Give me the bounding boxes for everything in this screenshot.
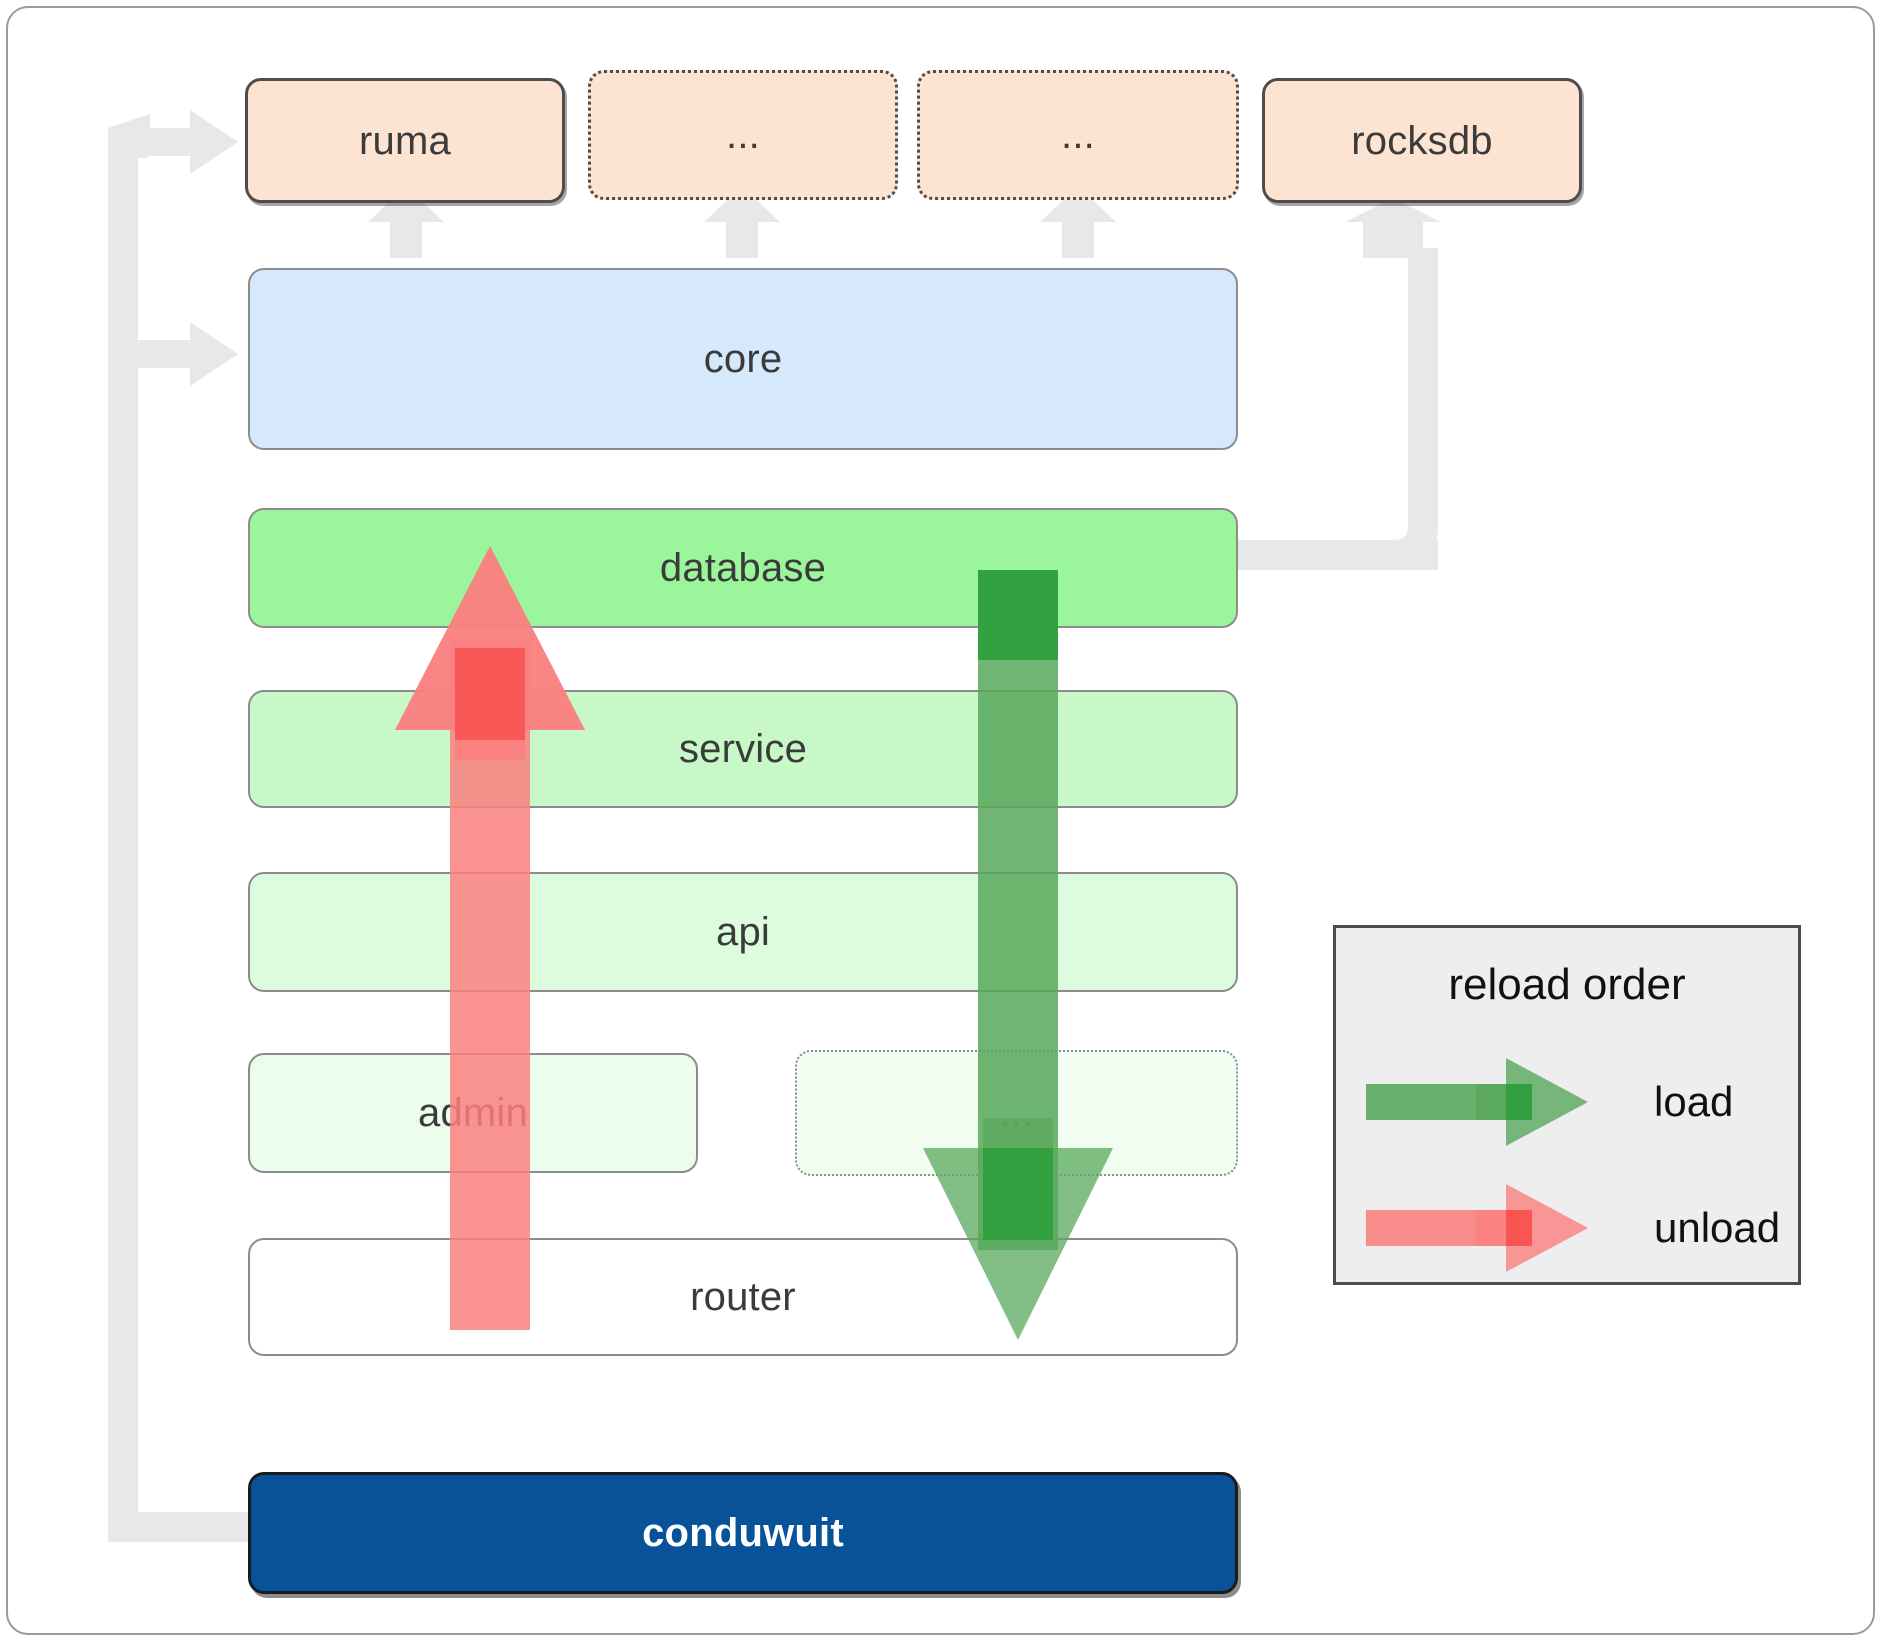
dependency-label: ruma	[359, 118, 451, 163]
layer-label: core	[703, 337, 783, 381]
root-crate-conduwuit[interactable]: conduwuit	[248, 1472, 1238, 1594]
legend-label-load: load	[1654, 1078, 1734, 1125]
dependency-rocksdb[interactable]: rocksdb	[1262, 78, 1582, 203]
dependency-label: ...	[1061, 113, 1095, 157]
layer-label: api	[716, 910, 770, 954]
legend-box: reload order load unload	[1333, 925, 1801, 1285]
layer-database[interactable]: database	[248, 508, 1238, 628]
dependency-ruma[interactable]: ruma	[245, 78, 565, 203]
root-label: conduwuit	[642, 1511, 844, 1555]
legend-label-unload: unload	[1654, 1204, 1781, 1251]
unload-arrow-icon	[1366, 1184, 1588, 1272]
layer-service[interactable]: service	[248, 690, 1238, 808]
legend-title: reload order	[1448, 960, 1686, 1009]
layer-label: ...	[999, 1091, 1034, 1135]
layer-core[interactable]: core	[248, 268, 1238, 450]
load-arrow-icon	[1366, 1058, 1588, 1146]
dependency-placeholder-1[interactable]: ...	[588, 70, 898, 200]
layer-label: database	[659, 546, 827, 590]
legend-row-unload: unload	[1336, 1180, 1798, 1276]
layer-placeholder[interactable]: ...	[795, 1050, 1238, 1176]
layer-label: service	[678, 727, 808, 771]
dependency-label: rocksdb	[1351, 118, 1493, 163]
dependency-placeholder-2[interactable]: ...	[917, 70, 1239, 200]
dependency-label: ...	[726, 113, 760, 157]
layer-label: router	[690, 1275, 796, 1319]
legend-row-load: load	[1336, 1054, 1798, 1150]
layer-admin[interactable]: admin	[248, 1053, 698, 1173]
layer-label: admin	[418, 1091, 528, 1135]
layer-api[interactable]: api	[248, 872, 1238, 992]
layer-router[interactable]: router	[248, 1238, 1238, 1356]
